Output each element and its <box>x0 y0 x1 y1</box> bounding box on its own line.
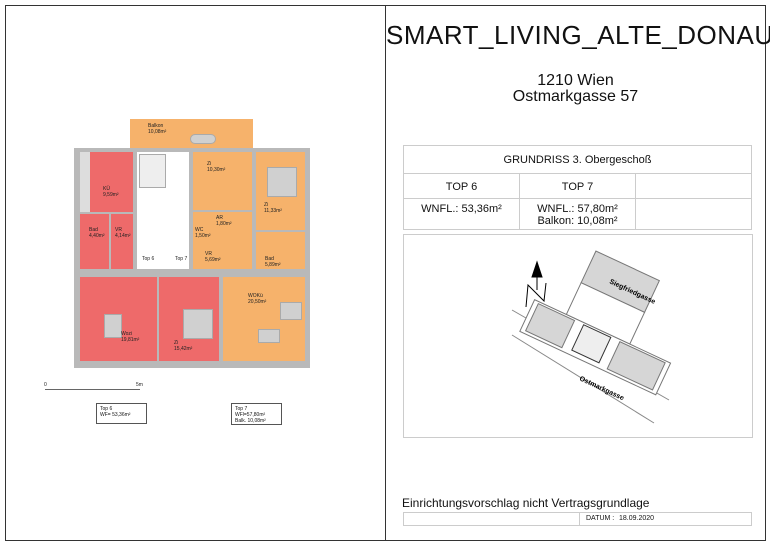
coffee-table <box>258 329 280 343</box>
balcony-table <box>190 134 216 144</box>
project-title: SMART_LIVING_ALTE_DONAU <box>386 20 770 50</box>
address: 1210 Wien Ostmarkgasse 57 <box>386 73 765 105</box>
address-city: 1210 Wien <box>537 72 614 89</box>
unit-name: TOP 7 <box>519 173 636 199</box>
label-wozi: Wozi 19,81m² <box>121 331 140 343</box>
legend-top7: Top 7 WFl=57,80m² Balk. 10,08m² <box>231 403 282 425</box>
label-bad-top6: Bad 4,40m² <box>89 227 105 239</box>
unit-area-cell: WNFL.: 57,80m² Balkon: 10,08m² <box>519 198 636 230</box>
label-zi-11-33: Zi 11,33m² <box>264 202 282 214</box>
label-balkon: Balkon 10,08m² <box>148 123 167 135</box>
room-wc-ar-vr <box>193 212 252 269</box>
date-label: DATUM : <box>586 515 615 522</box>
label-wc: WC 1,50m² <box>195 227 211 239</box>
sheet-divider <box>385 5 386 540</box>
kitchen-counter <box>80 152 90 212</box>
dining-table <box>280 302 302 320</box>
room-bad-5-89 <box>256 232 305 269</box>
table-heading: GRUNDRISS 3. Obergeschoß <box>403 145 752 174</box>
entrance-top7: Top 7 <box>175 256 188 262</box>
scale-start: 0 <box>44 382 47 388</box>
label-zi-15-42: Zi 15,42m² <box>174 340 193 352</box>
date-value: 18.09.2020 <box>619 515 655 522</box>
parcels <box>519 250 672 396</box>
label-kue: KÜ 9,59m² <box>103 186 119 198</box>
room-bad-top6 <box>80 214 109 269</box>
label-ar: AR 1,80m² <box>216 215 232 227</box>
room-vr-top6 <box>111 214 133 269</box>
site-plan: Siegfriedgasse Ostmarkgasse <box>403 234 753 438</box>
scale-bar <box>45 389 140 390</box>
north-arrow-icon <box>525 260 547 308</box>
label-vr-top6: VR 4,14m² <box>115 227 131 239</box>
address-street: Ostmarkgasse 57 <box>512 88 639 105</box>
bed <box>183 309 213 339</box>
unit-name: TOP 6 <box>403 173 520 199</box>
bed <box>267 167 297 197</box>
disclaimer: Einrichtungsvorschlag nicht Vertragsgrun… <box>402 496 650 510</box>
street-label-ostmarkgasse: Ostmarkgasse <box>578 375 625 402</box>
coffee-table <box>104 314 122 338</box>
label-vr-top7: VR 5,69m² <box>205 251 221 263</box>
legend-top6: Top 6 WF= 53,36m² <box>96 403 147 424</box>
scale-end: 5m <box>136 382 143 388</box>
date-row: DATUM : 18.09.2020 <box>403 512 752 526</box>
label-wokue: WOKü 20,50m² <box>248 293 267 305</box>
street-line <box>511 334 655 424</box>
date-divider <box>579 513 580 525</box>
site-plan-drawing: Siegfriedgasse Ostmarkgasse <box>511 250 672 424</box>
unit-balcony: Balkon: 10,08m² <box>537 215 618 227</box>
elevator <box>139 154 166 188</box>
unit-area: WNFL.: 53,36m² <box>403 198 520 230</box>
room-zi-10-30 <box>193 152 252 210</box>
empty-cell <box>635 173 752 199</box>
unit-area: WNFL.: 57,80m² <box>537 203 618 215</box>
label-bad-top7: Bad 5,89m² <box>265 256 281 268</box>
entrance-top6: Top 6 <box>142 256 155 262</box>
label-zi-10-30: Zi 10,30m² <box>207 161 226 173</box>
room-kueche-top6 <box>90 152 133 212</box>
empty-cell <box>635 198 752 230</box>
